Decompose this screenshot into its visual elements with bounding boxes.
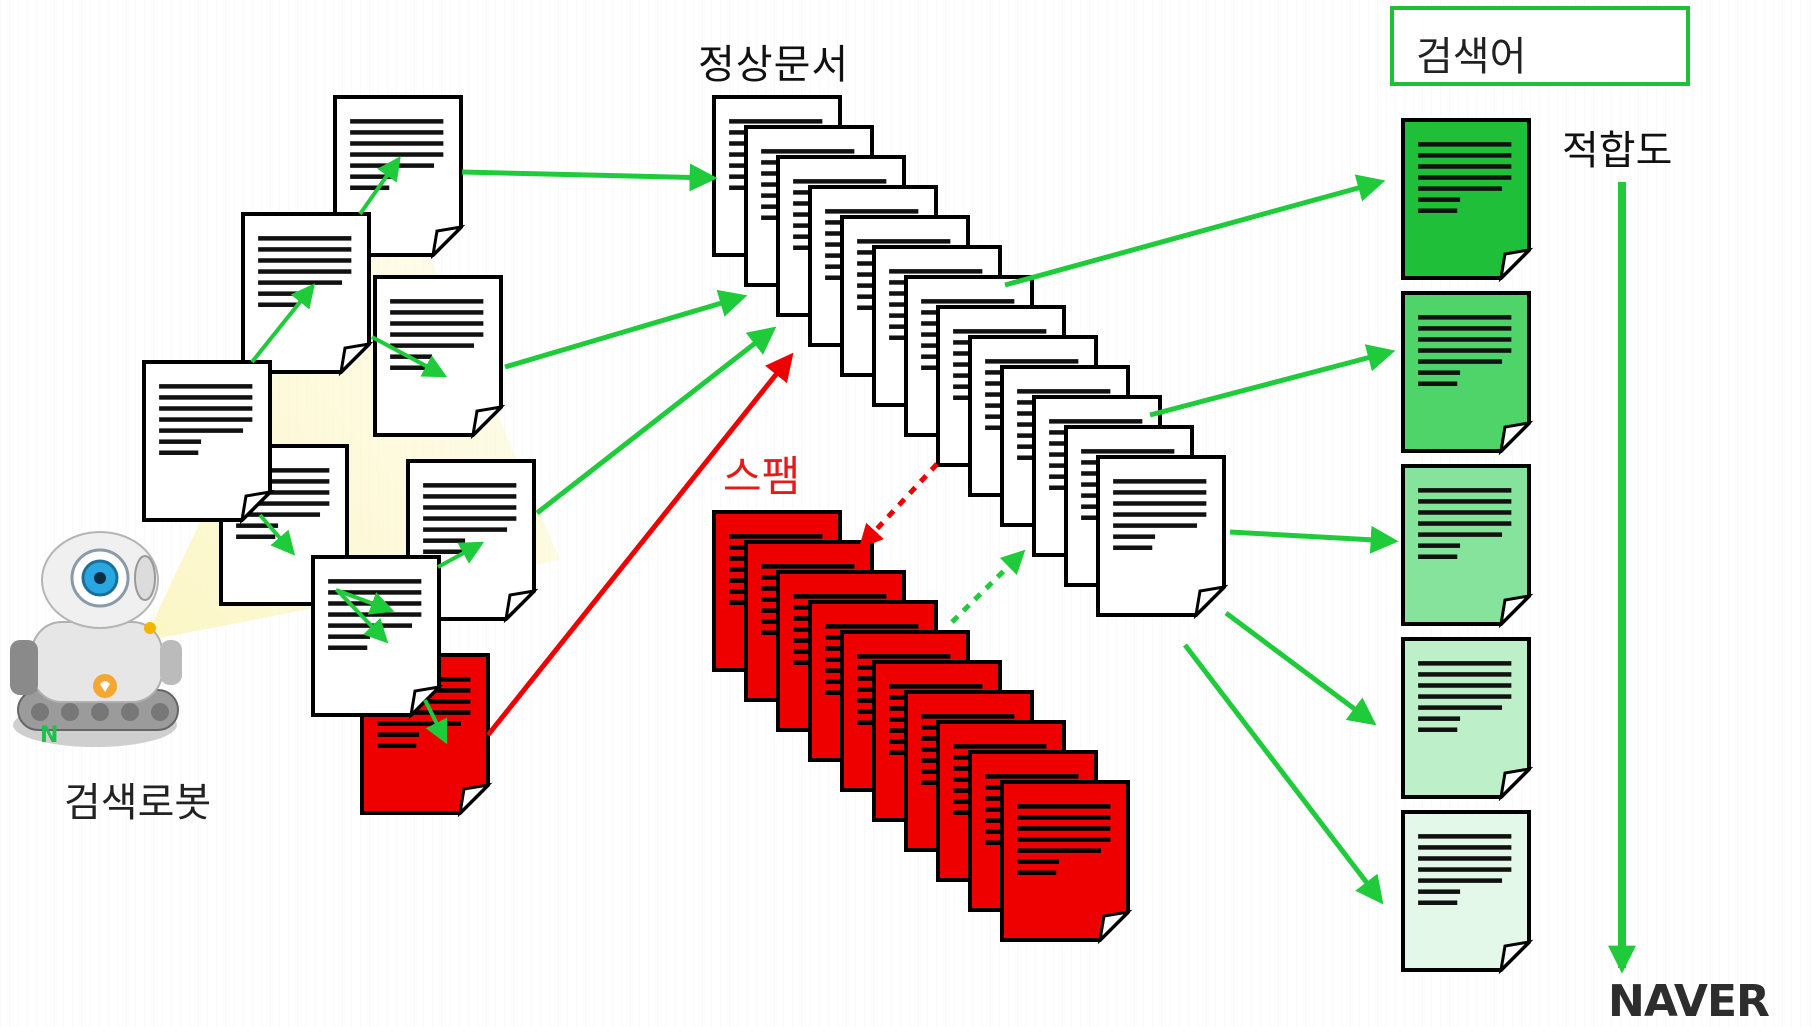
ranked-document-icon <box>1401 637 1534 802</box>
arrow-icon <box>1229 525 1399 554</box>
arrow-icon <box>358 156 401 216</box>
ranked-document-icon <box>1401 464 1534 629</box>
arrow-icon <box>486 352 794 737</box>
spam-document-icon <box>1000 780 1133 945</box>
document-icon <box>373 275 506 440</box>
search-term-label: 검색어 <box>1416 34 1527 80</box>
robot-icon: N <box>10 531 182 748</box>
arrow-icon <box>535 326 777 515</box>
normal-docs-label: 정상문서 <box>698 42 850 88</box>
document-icon <box>1096 455 1229 620</box>
spam-label: 스팸 <box>723 452 801 501</box>
arrow-icon <box>371 335 448 378</box>
spam-documents-stack <box>712 510 1133 945</box>
arrow-icon <box>1183 643 1384 905</box>
arrow-icon <box>250 283 315 364</box>
search-term-box: 검색어 <box>1390 6 1690 86</box>
arrow-icon <box>950 549 1026 624</box>
crawl-link-arrows <box>250 156 485 745</box>
ranked-document-icon <box>1401 118 1534 283</box>
arrow-icon <box>858 462 939 549</box>
ranked-document-icon <box>1401 810 1534 975</box>
relevance-label: 적합도 <box>1562 128 1673 174</box>
flow-arrows <box>461 163 1636 974</box>
arrow-icon <box>1224 610 1377 726</box>
arrow-icon <box>1149 344 1396 418</box>
ranked-document-icon <box>1401 291 1534 456</box>
robot-badge-text: N <box>40 723 58 748</box>
ranked-results <box>1401 118 1534 975</box>
document-icon <box>142 360 275 525</box>
arrow-icon <box>461 163 718 192</box>
arrow-icon <box>335 588 395 615</box>
arrow-icon <box>258 513 296 556</box>
arrow-icon <box>437 541 485 569</box>
search-robot-label: 검색로봇 <box>64 780 212 826</box>
naver-logo: NAVER <box>1608 976 1770 1027</box>
arrow-icon <box>335 588 389 644</box>
document-icon <box>311 555 444 720</box>
arrow-icon <box>1004 174 1386 288</box>
arrow-icon <box>423 699 448 745</box>
normal-documents-stack <box>712 95 1229 620</box>
arrow-icon <box>504 289 748 370</box>
